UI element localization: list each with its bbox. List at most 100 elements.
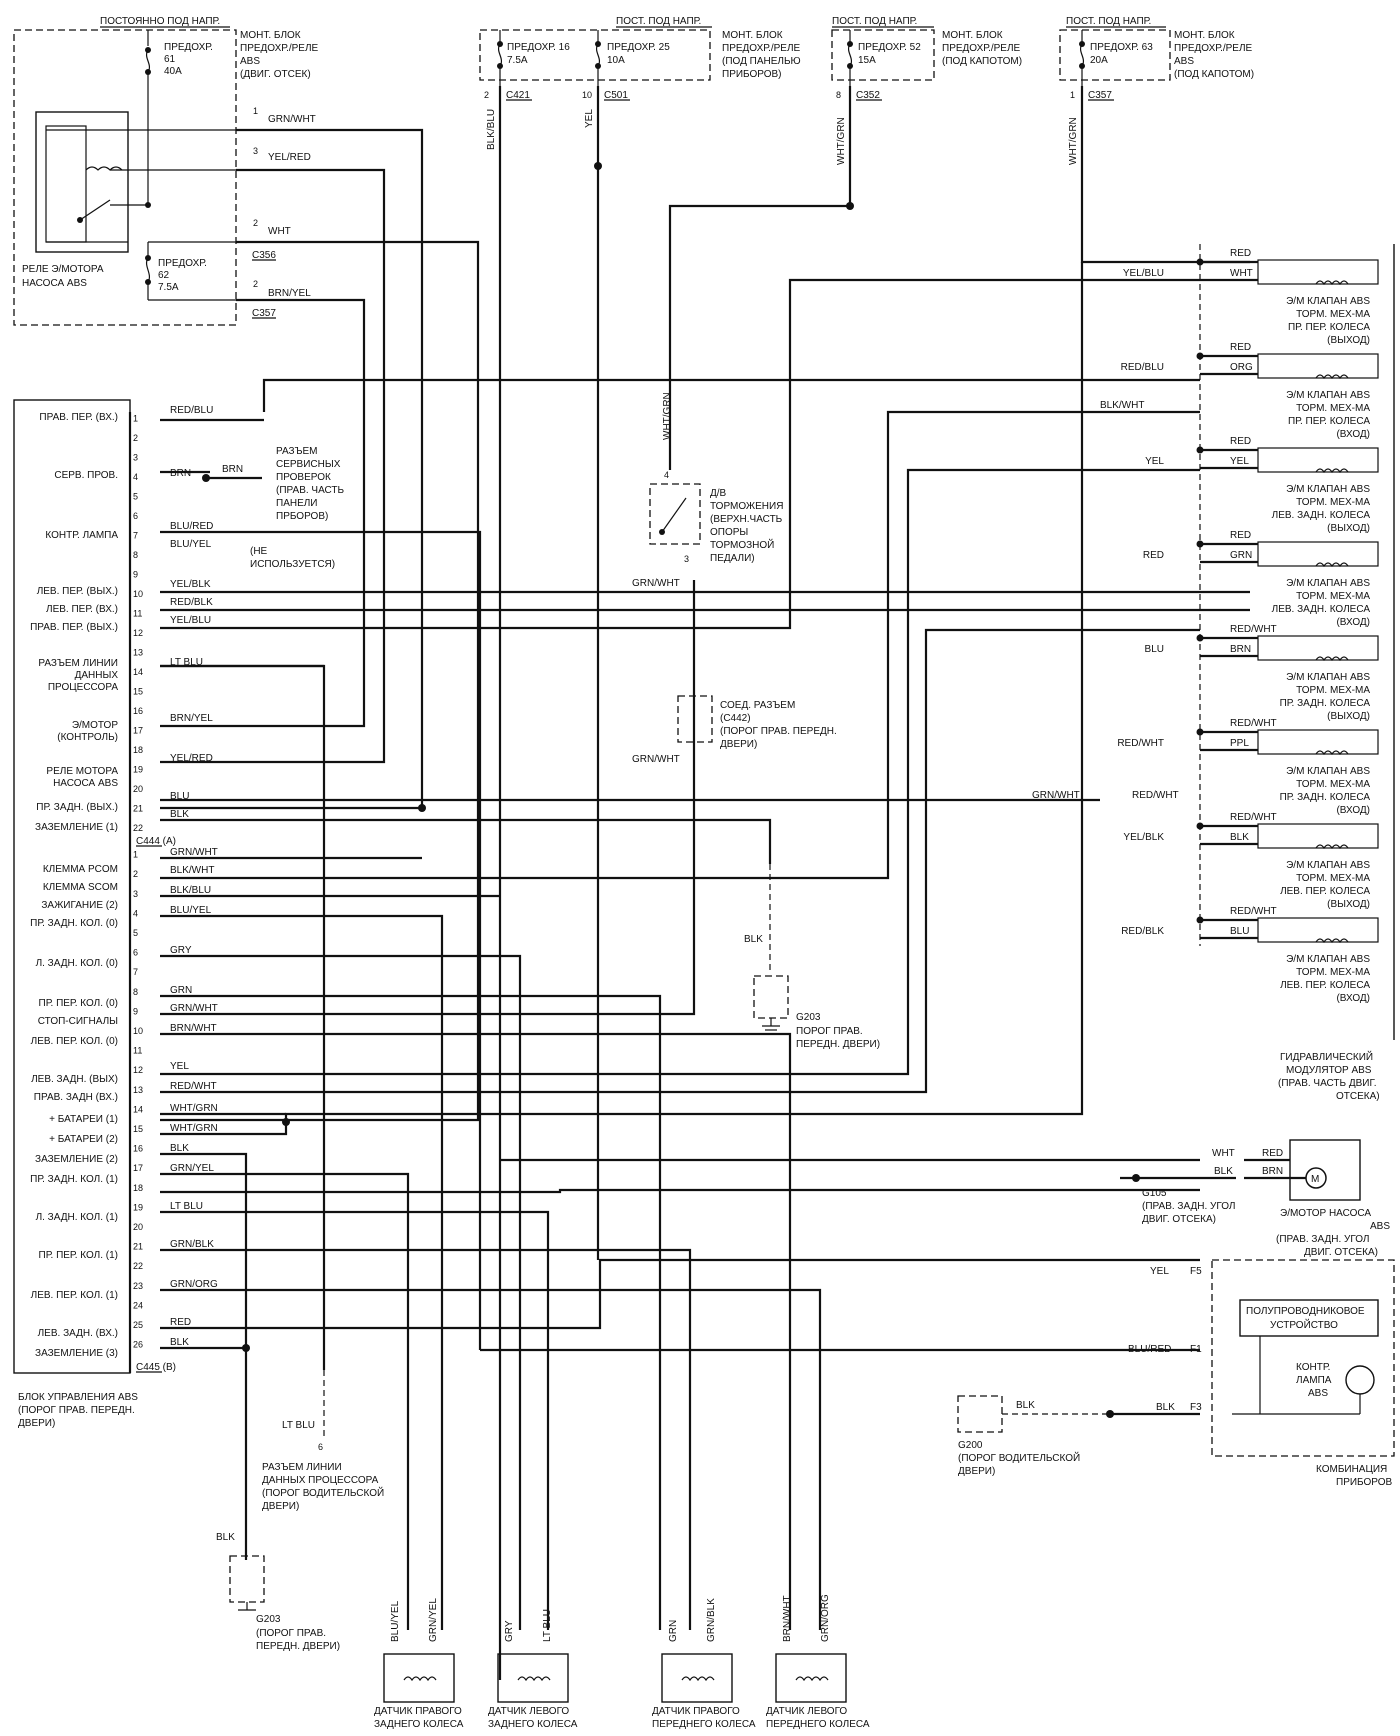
- ecu-b-label: Л. ЗАДН. КОЛ. (1): [36, 1212, 118, 1223]
- ecu-a-pin: 13: [133, 648, 143, 658]
- ecu-a-label: ДАННЫХ: [75, 670, 119, 681]
- svg-text:ПЕДАЛИ): ПЕДАЛИ): [710, 553, 755, 564]
- svg-text:ПРЕДОХР./РЕЛЕ: ПРЕДОХР./РЕЛЕ: [240, 43, 319, 54]
- valve-label: ПР. ПЕР. КОЛЕСА: [1288, 416, 1370, 427]
- svg-text:15A: 15A: [858, 55, 876, 66]
- svg-text:ПОСТ. ПОД НАПР.: ПОСТ. ПОД НАПР.: [832, 16, 917, 27]
- sensor-body: [775, 1653, 847, 1703]
- sensor-label: ДАТЧИК ЛЕВОГО: [766, 1706, 847, 1717]
- svg-text:6: 6: [318, 1442, 323, 1452]
- ecu-b-wire-color: GRN/YEL: [170, 1163, 214, 1174]
- svg-text:(ДВИГ. ОТСЕК): (ДВИГ. ОТСЕК): [240, 69, 311, 80]
- svg-text:(ПОРОГ ПРАВ. ПЕРЕДН.: (ПОРОГ ПРАВ. ПЕРЕДН.: [18, 1405, 135, 1416]
- service-connector: BRN РАЗЪЕМ СЕРВИСНЫХ ПРОВЕРОК (ПРАВ. ЧАС…: [202, 446, 345, 570]
- valve-wire-color: RED: [1230, 530, 1251, 541]
- valve-label: Э/М КЛАПАН ABS: [1286, 954, 1370, 965]
- svg-text:BRN/YEL: BRN/YEL: [268, 288, 311, 299]
- ecu-a-label: ПРАВ. ПЕР. (ВЫХ.): [30, 622, 118, 633]
- sensor-wire-color: GRN/ORG: [820, 1594, 831, 1642]
- svg-text:ПРЕДОХР./РЕЛЕ: ПРЕДОХР./РЕЛЕ: [722, 43, 801, 54]
- svg-text:BRN: BRN: [1262, 1166, 1283, 1177]
- valve-wire-color: RED/WHT: [1230, 624, 1277, 635]
- valve-coil-box: [1257, 635, 1379, 661]
- svg-text:МОНТ. БЛОК: МОНТ. БЛОК: [942, 30, 1003, 41]
- svg-text:ПЕРЕДН. ДВЕРИ): ПЕРЕДН. ДВЕРИ): [796, 1039, 880, 1050]
- svg-text:МОНТ. БЛОК: МОНТ. БЛОК: [240, 30, 301, 41]
- svg-text:МОДУЛЯТОР ABS: МОДУЛЯТОР ABS: [1286, 1065, 1372, 1076]
- svg-text:10A: 10A: [607, 55, 625, 66]
- valve-wire-color: BLU: [1145, 644, 1164, 655]
- sensor-label: ПЕРЕДНЕГО КОЛЕСА: [766, 1719, 870, 1730]
- valve-wire-color: BRN: [1230, 644, 1251, 655]
- sensor-wire-color: BLU/YEL: [390, 1600, 401, 1642]
- valve-wire-color: RED/WHT: [1230, 718, 1277, 729]
- valve-wire-color: BLK: [1230, 832, 1249, 843]
- ecu-connector-a-labels: ПРАВ. ПЕР. (ВХ.)СЕРВ. ПРОВ.КОНТР. ЛАМПАЛ…: [30, 412, 118, 833]
- ecu-b-pin: 1: [133, 850, 138, 860]
- ecu-b-wire-color: YEL: [170, 1061, 189, 1072]
- svg-text:ПЕРЕДН. ДВЕРИ): ПЕРЕДН. ДВЕРИ): [256, 1641, 340, 1652]
- ecu-a-pin: 19: [133, 765, 143, 775]
- ecu-b-pin: 13: [133, 1085, 143, 1095]
- valve-label: ПР. ЗАДН. КОЛЕСА: [1280, 698, 1371, 709]
- ecu-a-wire-color: YEL/BLU: [170, 615, 211, 626]
- svg-text:8: 8: [836, 90, 841, 100]
- svg-text:BLU/RED: BLU/RED: [1128, 1344, 1171, 1355]
- svg-text:Д/В: Д/В: [710, 488, 727, 499]
- splice-dot: [1196, 916, 1204, 924]
- ecu-b-pin: 17: [133, 1163, 143, 1173]
- svg-text:(ВЕРХН.ЧАСТЬ: (ВЕРХН.ЧАСТЬ: [710, 514, 783, 525]
- coil-icon: [1315, 562, 1349, 568]
- svg-text:WHT: WHT: [268, 226, 291, 237]
- ecu-b-label: ПР. ЗАДН. КОЛ. (1): [30, 1174, 118, 1185]
- ecu-b-pin: 11: [133, 1046, 142, 1056]
- sensor-label: ЗАДНЕГО КОЛЕСА: [374, 1719, 464, 1730]
- ecu-b-wire-color: BLK/BLU: [170, 885, 211, 896]
- ecu-a-pin: 17: [133, 726, 143, 736]
- svg-text:YEL: YEL: [1150, 1266, 1169, 1277]
- ecu-b-pin: 16: [133, 1144, 143, 1154]
- valve-wire-color: YEL/BLU: [1123, 268, 1164, 279]
- coil-icon: [681, 1676, 715, 1682]
- svg-text:WHT/GRN: WHT/GRN: [1068, 117, 1079, 165]
- ecu-b-wire-color: GRN/ORG: [170, 1279, 218, 1290]
- ecu-b-wire-color: GRN: [170, 985, 192, 996]
- valve-wire-color: ORG: [1230, 362, 1253, 373]
- ecu-b-label: ПР. ЗАДН. КОЛ. (0): [30, 918, 118, 929]
- svg-text:C356: C356: [252, 250, 276, 261]
- feed-wire-labels: BLK/BLU YEL WHT/GRN WHT/GRN WHT/GRN: [486, 109, 1079, 440]
- valve-wire-color: YEL/BLK: [1123, 832, 1164, 843]
- svg-text:(ПОД ПАНЕЛЬЮ: (ПОД ПАНЕЛЬЮ: [722, 56, 801, 67]
- coil-icon: [1315, 750, 1349, 756]
- splice-dot: [1196, 728, 1204, 736]
- sensor-wire-color: GRN: [668, 1620, 679, 1642]
- valve-label: (ВЫХОД): [1327, 711, 1370, 722]
- valve-label: ТОРМ. МЕХ-МА: [1296, 779, 1370, 790]
- ecu-b-wire-color: RED: [170, 1317, 191, 1328]
- coil-icon: [795, 1676, 829, 1682]
- svg-text:3: 3: [684, 554, 689, 564]
- harness-wires: [160, 86, 1250, 1680]
- valve-label: (ВХОД): [1336, 993, 1370, 1004]
- ecu-b-wire-labels: GRN/WHTBLK/WHTBLK/BLUBLU/YELGRYGRNGRN/WH…: [170, 847, 218, 1348]
- svg-text:(НЕ: (НЕ: [250, 546, 268, 557]
- svg-text:C352: C352: [856, 90, 880, 101]
- ecu-b-pin: 25: [133, 1320, 143, 1330]
- coil-icon: [1315, 280, 1349, 286]
- sensor-body: [661, 1653, 733, 1703]
- valve-coil-box: [1257, 823, 1379, 849]
- sensor-wire-color: BRN/WHT: [782, 1595, 793, 1642]
- valve-wire-color: YEL: [1145, 456, 1164, 467]
- ecu-b-pin: 15: [133, 1124, 143, 1134]
- valve-label: ТОРМ. МЕХ-МА: [1296, 403, 1370, 414]
- svg-text:ПРИБОРОВ): ПРИБОРОВ): [722, 69, 782, 80]
- ecu-b-label: + БАТАРЕИ (2): [49, 1134, 118, 1145]
- svg-text:ABS: ABS: [240, 56, 260, 67]
- svg-text:БЛОК УПРАВЛЕНИЯ ABS: БЛОК УПРАВЛЕНИЯ ABS: [18, 1392, 138, 1403]
- svg-text:ABS: ABS: [1308, 1388, 1328, 1399]
